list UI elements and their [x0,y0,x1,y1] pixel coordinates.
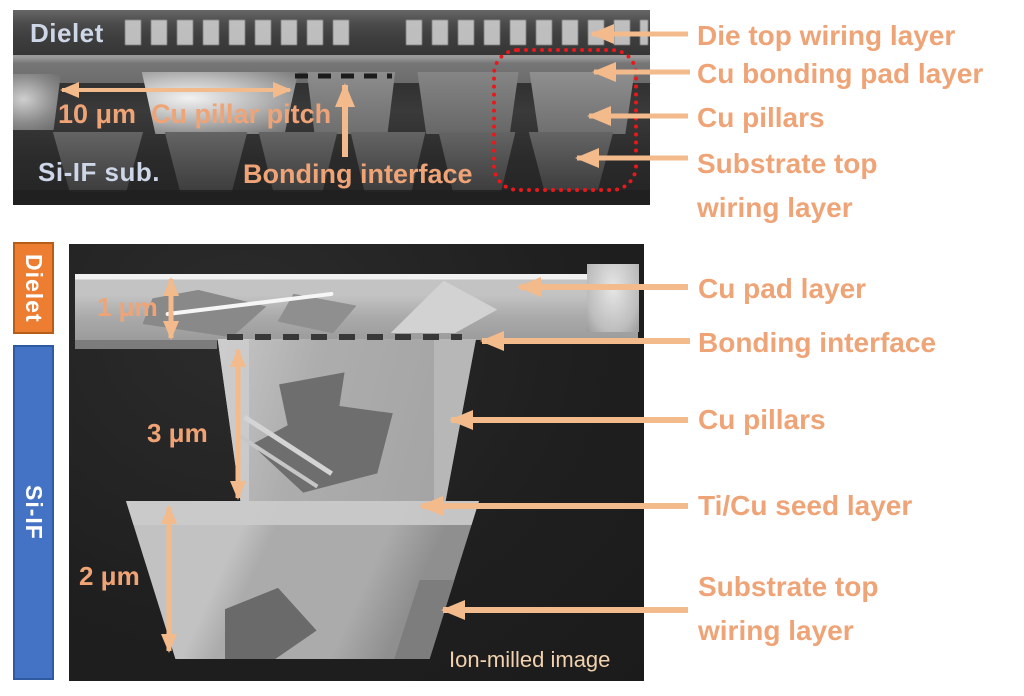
annotation-substrate-top-wiring-layer-bottom: Substrate top wiring layer [698,571,879,646]
dimension-3um-text: 3 μm [147,418,208,448]
substrate-wiring-shape [164,132,248,192]
grain-patch [434,339,476,506]
cu-pad-right-shape [587,264,639,332]
cu-pillar-shape [529,72,635,134]
grain-patch [390,280,498,334]
grain-patch [126,501,479,525]
sem-ion-milled-image: 1 μm 3 μm 2 μm Ion-milled image [69,244,644,681]
cu-pillar-shape-large [217,339,476,506]
substrate-top-wiring-shape [126,501,479,659]
ion-milled-caption: Ion-milled image [449,647,611,672]
die-top-wiring-squares [406,20,648,45]
dimension-1um-text: 1 μm [97,292,158,322]
substrate-bulk-shading [13,190,650,205]
dielet-side-label: Dielet [21,253,47,323]
dielet-text: Dielet [30,18,104,48]
dimension-2um-text: 2 μm [79,561,140,591]
annotation-substrate-top-wiring-layer-top: Substrate top wiring layer [697,148,878,223]
substrate-wiring-shape [528,132,614,192]
annotation-cu-pillars-bottom: Cu pillars [698,404,826,435]
oxide-line [75,340,217,349]
grain-patch [217,339,249,506]
red-dotted-highlight-box [492,48,638,192]
die-top-wiring-squares [125,20,349,45]
cu-pillar-shape [417,72,519,134]
grain-patch [224,587,317,659]
annotation-cu-pad-layer: Cu pad layer [698,273,867,304]
grain-patch [142,289,267,338]
substrate-wiring-shape [52,132,144,192]
substrate-wiring-shape [350,132,426,192]
pillar-pitch-text: 10 μm Cu pillar pitch [58,99,332,129]
si-if-side-box: Si-IF [13,345,54,680]
cu-pad-layer-band [75,274,638,340]
annotation-cu-pillars-top: Cu pillars [697,102,825,133]
substrate-wiring-shape [258,132,338,192]
cu-pillar-shape [13,74,61,130]
annotation-die-top-wiring-layer: Die top wiring layer [697,20,956,51]
annotation-cu-bonding-pad-layer: Cu bonding pad layer [697,58,984,89]
si-if-side-label: Si-IF [21,485,47,540]
bonding-interface-text: Bonding interface [243,159,473,189]
annotation-ti-cu-seed-layer: Ti/Cu seed layer [698,490,913,521]
dielet-side-box: Dielet [13,242,54,334]
annotation-bonding-interface: Bonding interface [698,327,937,358]
grain-patch [251,372,393,493]
si-if-sub-text: Si-IF sub. [38,157,160,187]
